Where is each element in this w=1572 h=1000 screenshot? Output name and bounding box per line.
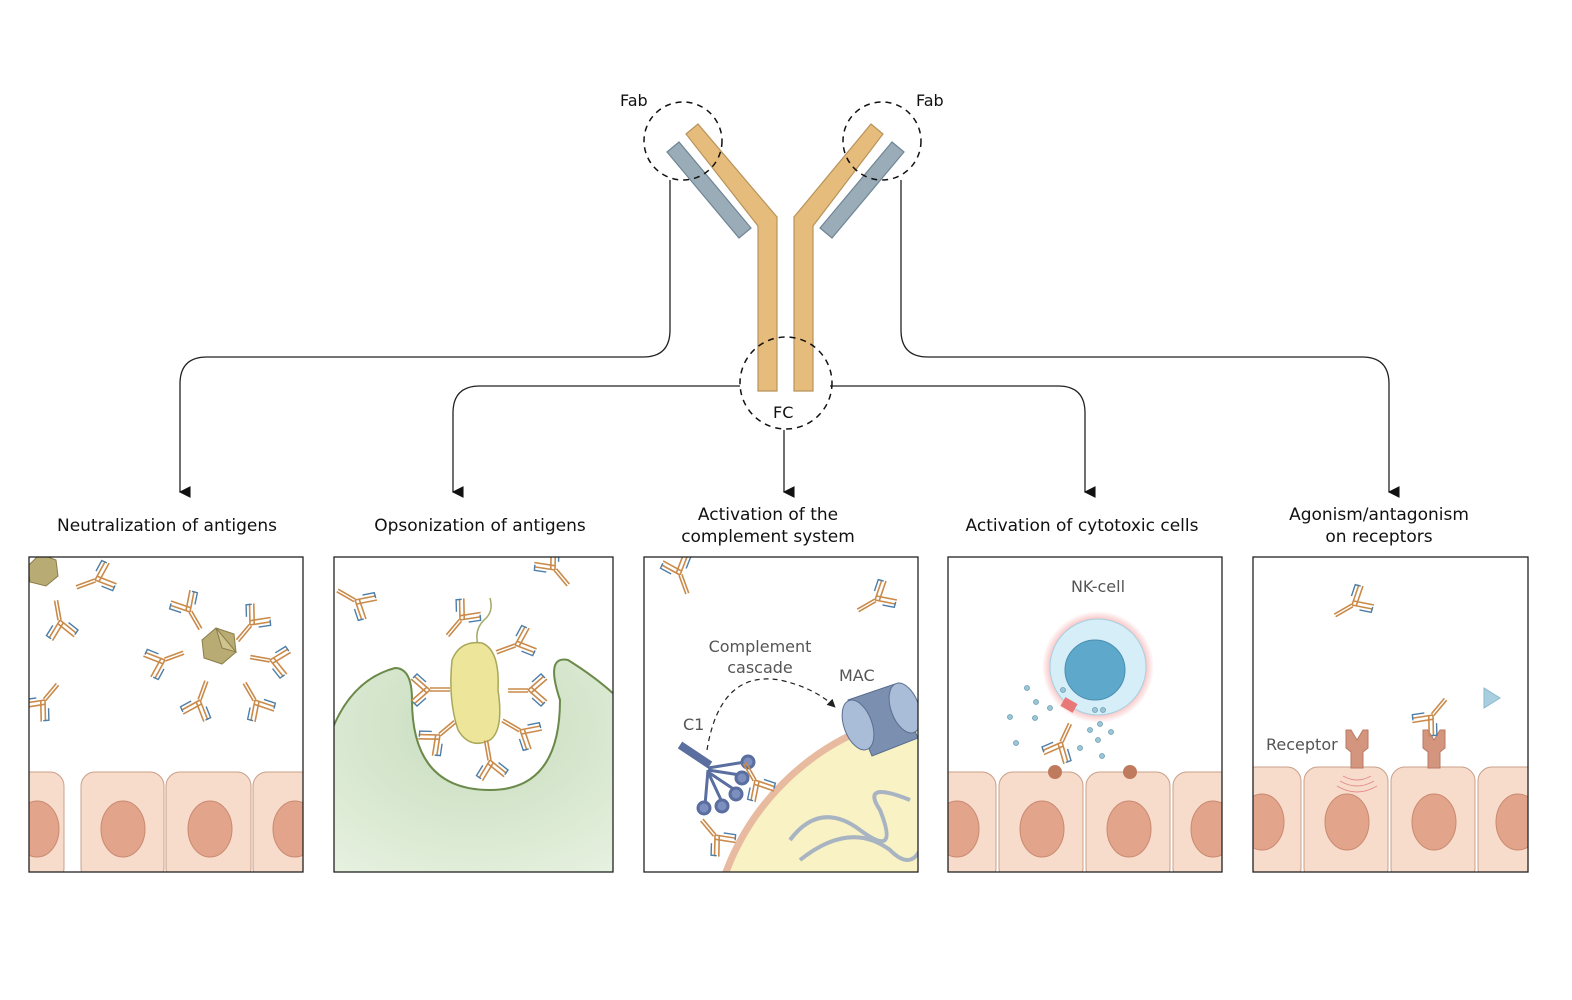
panel-title-cytotoxic: Activation of cytotoxic cells bbox=[966, 516, 1199, 536]
nk-cell-nucleus bbox=[1064, 639, 1126, 701]
panel-receptors: Receptor bbox=[1252, 556, 1529, 873]
c1-label: C1 bbox=[683, 715, 704, 734]
connector-opsonization bbox=[451, 385, 740, 498]
panel-neutralization bbox=[28, 556, 304, 873]
panel-title-complement-2: complement system bbox=[681, 527, 855, 547]
bacterium bbox=[450, 641, 501, 745]
antibody-structure: Fab Fab FC bbox=[620, 91, 944, 430]
ligand bbox=[1483, 687, 1501, 709]
light-chain-right bbox=[819, 141, 905, 239]
complement-cascade-label-1: Complement bbox=[709, 637, 812, 656]
fab-left-label: Fab bbox=[620, 91, 648, 110]
epithelium bbox=[1253, 766, 1528, 872]
virus-particle bbox=[29, 557, 59, 587]
connector-neutralization bbox=[178, 180, 671, 498]
epithelium bbox=[29, 771, 303, 872]
heavy-chain-right bbox=[793, 123, 884, 392]
connector-cytotoxic bbox=[830, 385, 1096, 498]
cytotoxic-granules bbox=[1007, 685, 1114, 759]
fab-left-region bbox=[643, 101, 723, 181]
panel-title-receptors-1: Agonism/antagonism bbox=[1289, 505, 1469, 525]
panel-complement: Complement cascade C1 MAC bbox=[643, 556, 919, 873]
genetic-material bbox=[788, 790, 918, 862]
panel-title-receptors-2: on receptors bbox=[1325, 527, 1432, 547]
complement-cascade-label-2: cascade bbox=[727, 658, 793, 677]
virus-particle bbox=[201, 627, 238, 665]
bacterium-flagellum bbox=[476, 597, 492, 646]
phagocyte bbox=[334, 658, 613, 872]
epithelium bbox=[948, 765, 1222, 872]
fc-region bbox=[739, 336, 833, 430]
connector-lines bbox=[178, 180, 1400, 498]
receptor-label: Receptor bbox=[1266, 735, 1338, 754]
panel-cytotoxic: NK-cell bbox=[947, 556, 1223, 873]
c1-complex bbox=[677, 741, 756, 816]
light-chain-left bbox=[666, 141, 752, 239]
nk-cell-label: NK-cell bbox=[1071, 577, 1125, 596]
mac-label: MAC bbox=[839, 666, 875, 685]
panel-title-neutralization: Neutralization of antigens bbox=[57, 516, 277, 536]
panel-title-opsonization: Opsonization of antigens bbox=[374, 516, 586, 536]
heavy-chain-left bbox=[685, 123, 778, 392]
panel-opsonization bbox=[333, 556, 614, 873]
signal-waves bbox=[1336, 775, 1378, 793]
panel-title-complement-1: Activation of the bbox=[698, 505, 838, 525]
mac-complex bbox=[841, 682, 918, 757]
fab-right-region bbox=[842, 101, 922, 181]
fab-right-label: Fab bbox=[916, 91, 944, 110]
pathogen-cell bbox=[722, 710, 918, 872]
fc-label: FC bbox=[773, 403, 793, 422]
fc-receptor bbox=[1060, 697, 1078, 713]
cascade-arrow bbox=[706, 678, 836, 751]
connector-receptors bbox=[900, 180, 1400, 498]
